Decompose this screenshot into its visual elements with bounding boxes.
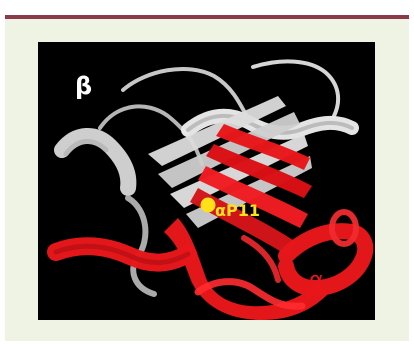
figure-frame: β αP11 α [5, 15, 409, 341]
alpha-p11-site-marker [201, 198, 216, 213]
protein-structure-image: β αP11 α [38, 42, 375, 320]
alpha-p11-label: αP11 [215, 203, 260, 219]
alpha-label: α [309, 270, 324, 292]
beta-label: β [75, 74, 92, 98]
